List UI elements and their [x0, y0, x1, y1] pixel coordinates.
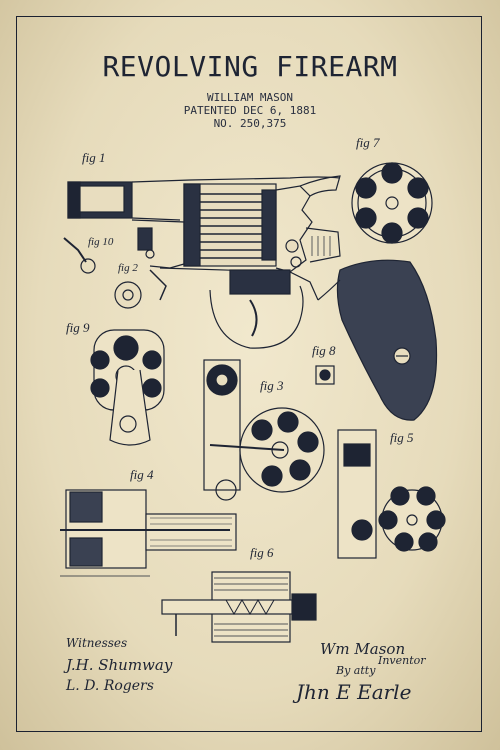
fig-9-label: fig 9 — [66, 320, 90, 335]
fig-4-drawing — [60, 489, 237, 577]
fig-5-drawing — [337, 429, 446, 559]
fig-5-label: fig 5 — [390, 430, 414, 445]
poster-border — [16, 16, 482, 732]
fig-9-drawing — [90, 329, 165, 446]
inventor-label: Inventor — [378, 654, 426, 667]
by-attorney-label: By atty — [336, 664, 376, 677]
patent-number: NO. 250,375 — [213, 117, 287, 130]
fig-8-label: fig 8 — [312, 343, 336, 358]
witness-2-signature: L. D. Rogers — [66, 678, 154, 694]
fig-3-drawing — [203, 359, 325, 501]
witnesses-label: Witnesses — [66, 636, 128, 650]
fig-6-label: fig 6 — [250, 545, 274, 560]
inventor-name: WILLIAM MASON — [206, 91, 294, 104]
attorney-signature: Jhn E Earle — [296, 680, 412, 704]
fig-6-drawing — [161, 571, 317, 643]
revolver-side-view — [63, 175, 438, 421]
cylinder-end-view — [351, 162, 433, 244]
fig-4-label: fig 4 — [130, 467, 154, 482]
fig-1-label: fig 1 — [82, 150, 106, 165]
fig-10-label: fig 10 — [88, 236, 114, 248]
patent-date: PATENTED DEC 6, 1881 — [183, 104, 317, 117]
fig-3-label: fig 3 — [260, 378, 284, 393]
fig-7-label: fig 7 — [356, 135, 380, 150]
inventor-signature: Wm Mason — [320, 640, 406, 658]
fig-2-label: fig 2 — [118, 262, 138, 274]
patent-title: REVOLVING FIREARM — [102, 50, 398, 83]
witness-1-signature: J.H. Shumway — [66, 656, 173, 674]
